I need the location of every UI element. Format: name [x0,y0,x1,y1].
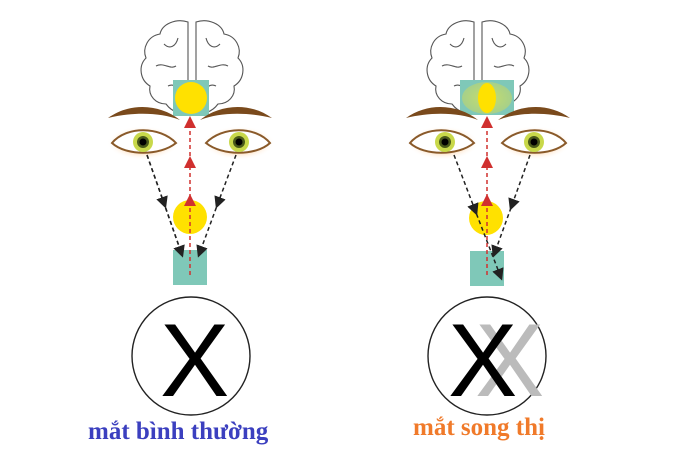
caption-normal-eye: mắt bình thường [88,418,269,445]
object-circle [469,201,503,235]
perceived-image-circle [427,296,547,416]
perceived-letter-diplopia: X [448,303,518,419]
perceived-letter-normal: X [160,303,230,419]
left-eyebrow [108,106,180,120]
panel-normal [107,20,275,416]
right-eyebrow [498,106,570,120]
left-eye-icon [107,126,179,160]
right-eye-ray [196,154,237,258]
right-eyebrow [200,106,272,120]
left-eye-icon [407,126,479,160]
right-eye-ray [491,154,531,258]
perceived-letter-ghost: X [475,303,545,419]
left-eyebrow [406,106,478,120]
brain-fused-image [175,82,207,114]
caption-diplopia: mắt song thị [413,414,545,441]
panel-diplopia [406,20,571,416]
brain-overlap-image [478,83,496,113]
object-square [470,251,504,286]
perceived-image-circle [131,296,251,416]
right-eye-icon [203,126,275,160]
right-eye-icon [499,126,571,160]
